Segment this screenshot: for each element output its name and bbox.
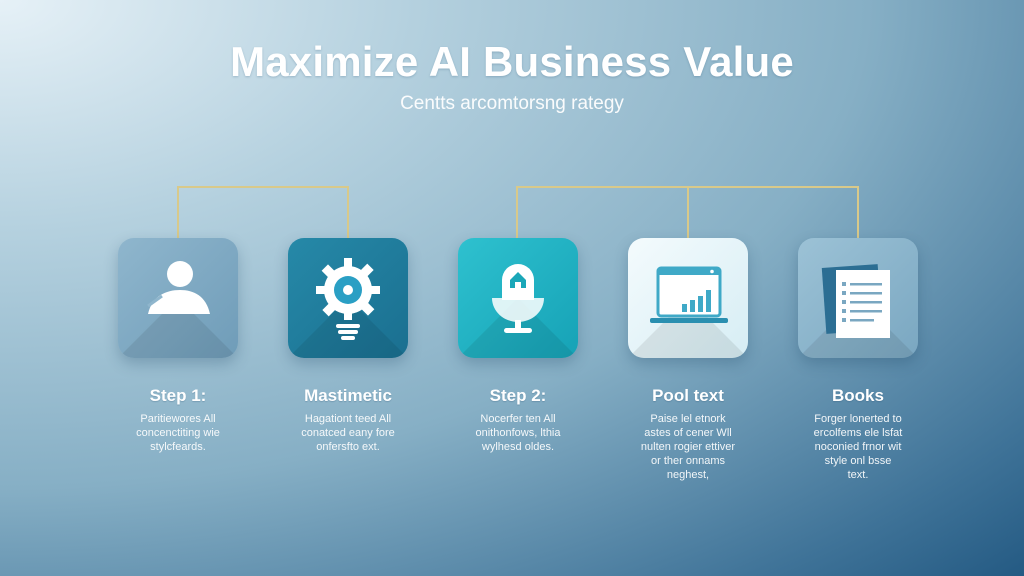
page-subtitle: Centts arcomtorsng rategy xyxy=(400,93,624,114)
gear-bulb-icon xyxy=(316,258,380,340)
step-title-4: Pool text xyxy=(652,386,724,405)
step-tile-3 xyxy=(458,238,578,358)
connector-left xyxy=(177,186,349,238)
step-title-5: Books xyxy=(832,386,884,405)
step-tile-2 xyxy=(288,238,408,358)
step-card-2: Mastimetic Hagationt teed All conatced e… xyxy=(263,238,433,454)
step-tile-5 xyxy=(798,238,918,358)
document-list-icon xyxy=(821,264,890,338)
home-lightbulb-icon xyxy=(492,264,544,333)
step-desc-4: Paise lel etnork astes of cener Wll nult… xyxy=(640,413,736,481)
step-desc-1: Paritiewores All concenctiting wie stylc… xyxy=(136,413,220,453)
step-title-3: Step 2: xyxy=(489,386,547,405)
step-title-1: Step 1: xyxy=(149,386,207,405)
step-title-2: Mastimetic xyxy=(304,386,392,405)
step-card-1: Step 1: Paritiewores All concenctiting w… xyxy=(93,238,263,454)
step-tile-4 xyxy=(628,238,748,358)
page-title: Maximize AI Business Value xyxy=(230,38,794,85)
step-tile-1 xyxy=(118,238,238,358)
step-card-5: Books Forger lonerted to ercolfems ele l… xyxy=(773,238,943,482)
step-card-3: Step 2: Nocerfer ten All onithonfows, lt… xyxy=(433,238,603,454)
step-card-4: Pool text Paise lel etnork astes of cene… xyxy=(603,238,773,482)
laptop-chart-icon xyxy=(650,266,728,323)
person-icon xyxy=(147,261,210,314)
step-desc-5: Forger lonerted to ercolfems ele lsfat n… xyxy=(813,413,903,481)
step-desc-3: Nocerfer ten All onithonfows, lthia wylh… xyxy=(475,413,561,453)
step-desc-2: Hagationt teed All conatced eany fore on… xyxy=(301,413,395,453)
